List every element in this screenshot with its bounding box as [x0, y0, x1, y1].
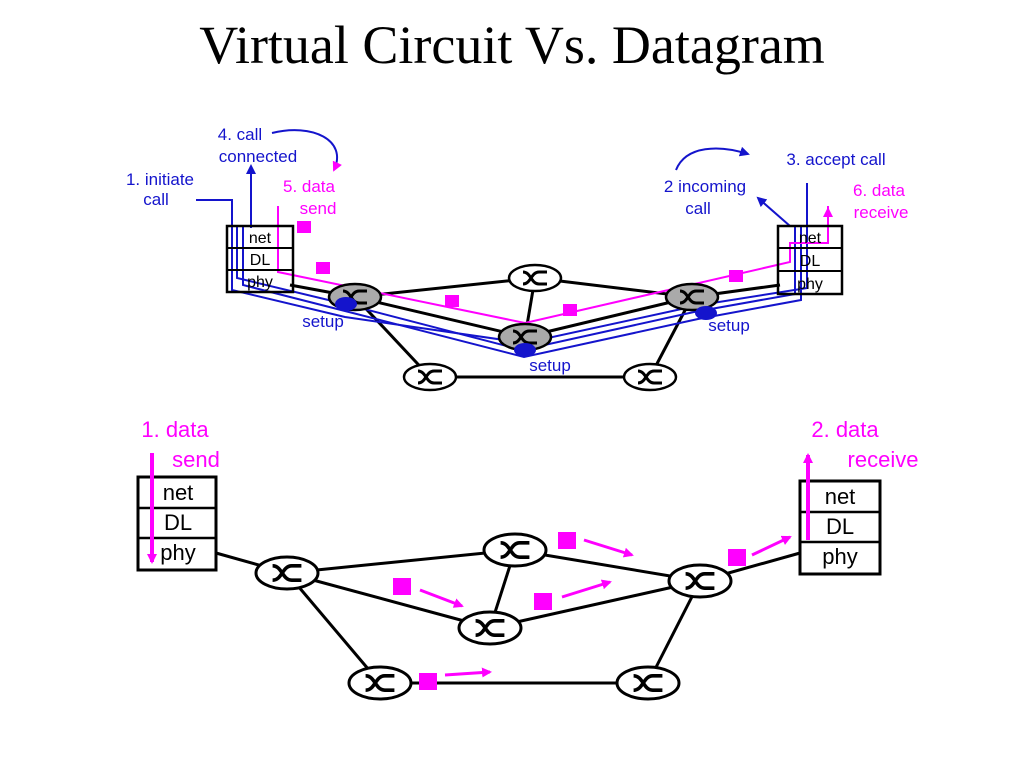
dg-source-host-stack: net DL phy — [136, 475, 218, 572]
setup-dot-2 — [514, 343, 536, 357]
stack-phy-label: phy — [822, 544, 857, 569]
packet-icon — [728, 549, 746, 566]
dg-router-2 — [482, 532, 548, 568]
stack-dl-label: DL — [826, 514, 854, 539]
call-connected-label-1: 4. call — [218, 125, 262, 144]
stack-dl-label: DL — [800, 253, 821, 270]
data-send-label-1: 5. data — [283, 177, 336, 196]
vc-source-host-stack: net DL phy — [225, 224, 295, 294]
vc-router-4 — [664, 282, 720, 312]
dg-router-4 — [667, 563, 733, 599]
packet-icon — [316, 262, 330, 274]
initiate-call-label-2: call — [143, 190, 169, 209]
stack-phy-label: phy — [160, 540, 195, 565]
dg-data-receive-label-1: 2. data — [811, 417, 879, 442]
packet-icon — [558, 532, 576, 549]
incoming-arrow — [675, 146, 750, 171]
dg-packets — [393, 532, 792, 690]
vc-router-2 — [507, 263, 563, 293]
stack-net-label: net — [163, 480, 194, 505]
setup-label-3: setup — [708, 316, 750, 335]
packet-icon — [445, 295, 459, 307]
setup-label-1: setup — [302, 312, 344, 331]
data-send-label-2: send — [300, 199, 337, 218]
dg-router-1 — [254, 555, 320, 591]
stack-dl-label: DL — [250, 252, 271, 269]
packet-icon — [563, 304, 577, 316]
stack-net-label: net — [249, 230, 272, 247]
accept-arrow — [756, 196, 791, 227]
stack-net-label: net — [799, 230, 822, 247]
packet-icon — [297, 221, 311, 233]
call-connected-label-2: connected — [219, 147, 297, 166]
setup-dot-1 — [335, 297, 357, 311]
virtual-circuit-section: net DL phy net DL phy 1. initiate call 4… — [126, 125, 909, 392]
incoming-call-label-1: 2 incoming — [664, 177, 746, 196]
vc-router-6 — [622, 362, 678, 392]
data-receive-label-2: receive — [854, 203, 909, 222]
vc-packets — [297, 221, 743, 316]
dg-dest-host-stack: net DL phy — [798, 479, 882, 576]
dg-data-receive-label-2: receive — [848, 447, 919, 472]
stack-phy-label: phy — [797, 276, 823, 293]
incoming-call-label-2: call — [685, 199, 711, 218]
packet-icon — [534, 593, 552, 610]
data-receive-label-1: 6. data — [853, 181, 906, 200]
vc-dest-host-stack: net DL phy — [776, 224, 844, 296]
connected-arrow — [271, 129, 342, 172]
dg-router-6 — [615, 665, 681, 701]
setup-label-2: setup — [529, 356, 571, 375]
dg-router-5 — [347, 665, 413, 701]
accept-call-label: 3. accept call — [786, 150, 885, 169]
dg-router-3 — [457, 610, 523, 646]
setup-dot-3 — [695, 306, 717, 320]
datagram-section: net DL phy net DL phy 1. data send 2. da… — [136, 417, 919, 701]
dg-data-send-label-2: send — [172, 447, 220, 472]
initiate-call-label-1: 1. initiate — [126, 170, 194, 189]
packet-icon — [419, 673, 437, 690]
dg-data-send-label-1: 1. data — [141, 417, 209, 442]
vc-router-5 — [402, 362, 458, 392]
slide-title: Virtual Circuit Vs. Datagram — [199, 15, 825, 75]
stack-net-label: net — [825, 484, 856, 509]
stack-dl-label: DL — [164, 510, 192, 535]
vc-data-path — [277, 206, 829, 325]
packet-icon — [393, 578, 411, 595]
packet-icon — [729, 270, 743, 282]
stack-phy-label: phy — [247, 274, 273, 291]
